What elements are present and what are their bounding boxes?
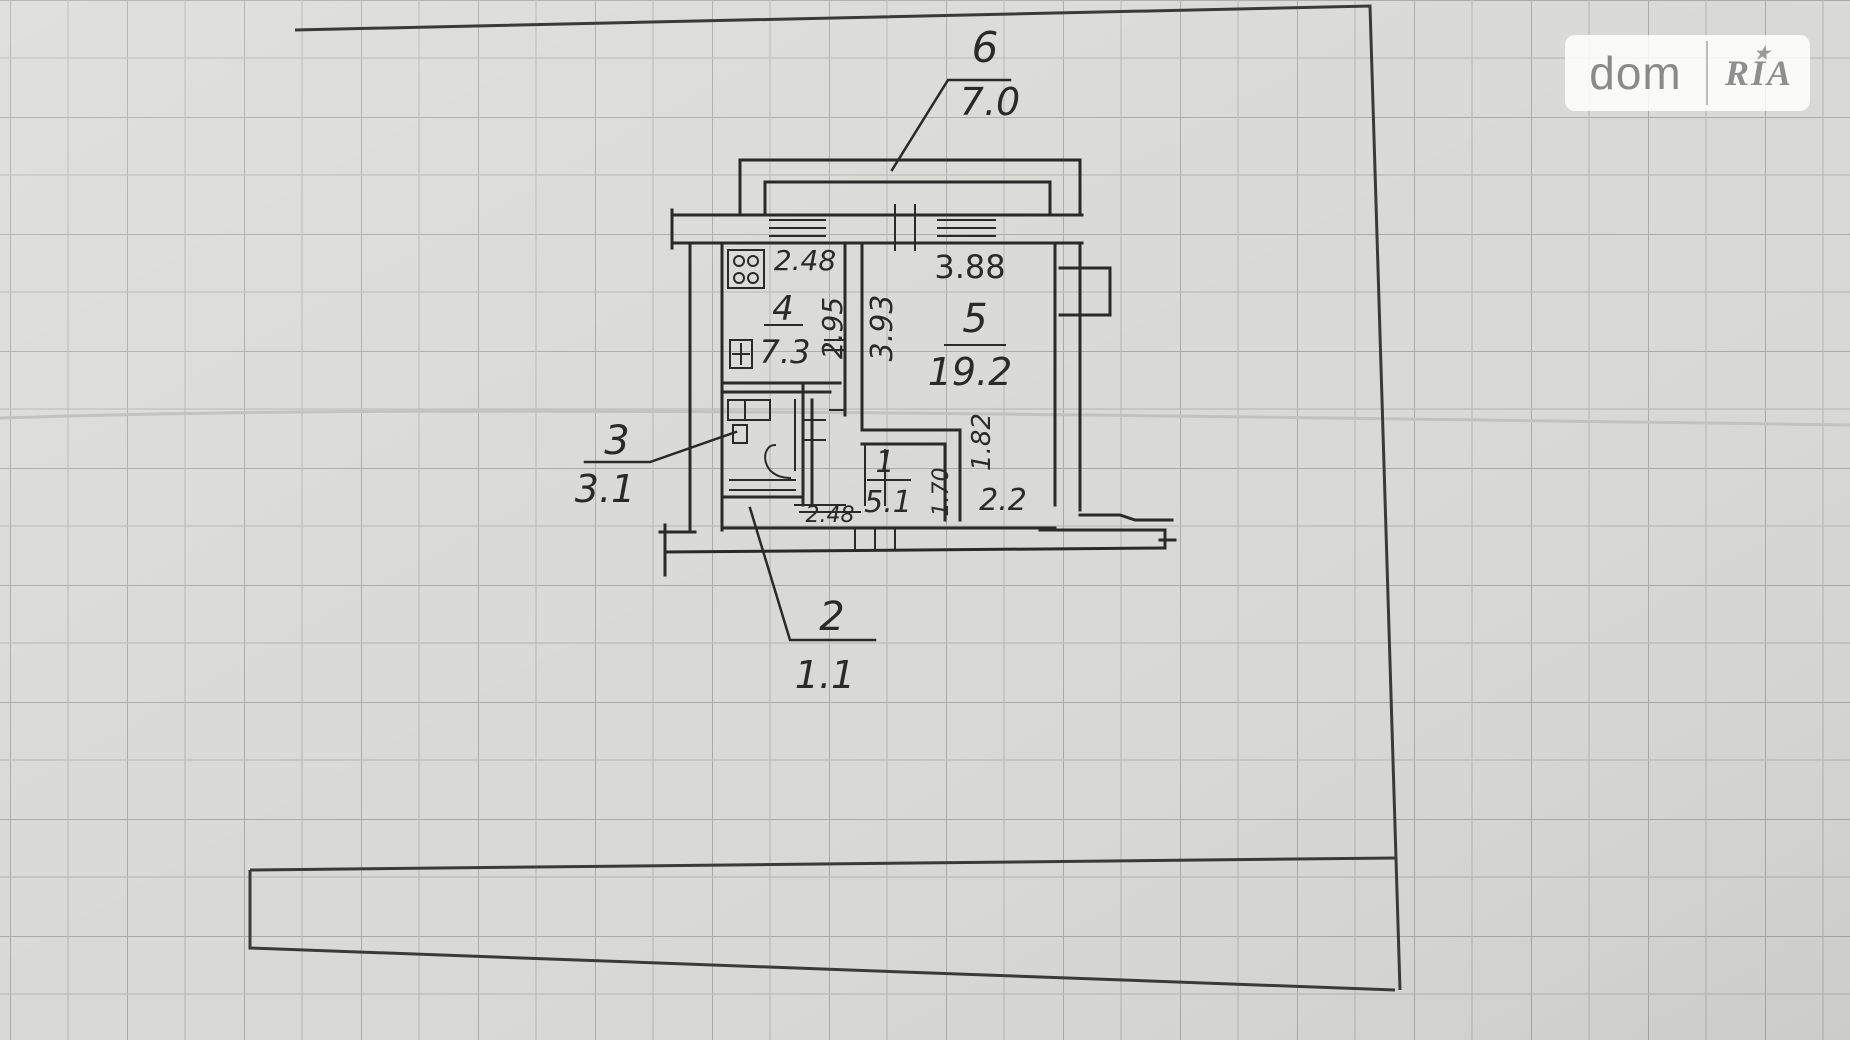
leader-room-3 xyxy=(583,430,738,464)
sink-icon xyxy=(729,339,753,369)
watermark-divider xyxy=(1706,41,1708,105)
room-6-number: 6 xyxy=(972,23,999,72)
paper-fold xyxy=(0,409,1850,427)
dimension-2-2: 2.2 xyxy=(979,483,1027,518)
door-marks xyxy=(794,339,886,513)
watermark-ria-text-container: ★ RIA xyxy=(1708,35,1810,111)
window-left xyxy=(769,219,826,237)
leader-room-6 xyxy=(890,78,1012,172)
dimension-2-95: 2.95 xyxy=(816,297,849,359)
exterior-wall-bottom xyxy=(658,523,1177,577)
dimension-3-93: 3.93 xyxy=(865,295,900,362)
dimension-1-82: 1.82 xyxy=(967,413,997,471)
stove-icon xyxy=(727,249,765,289)
balcony-outline xyxy=(738,158,1082,217)
room-4-area: 7.3 xyxy=(760,333,811,371)
room-4-number: 4 xyxy=(772,289,794,329)
room-1-number: 1 xyxy=(875,445,894,480)
bathtub-icon xyxy=(727,399,796,491)
room-3-number: 3 xyxy=(604,418,629,464)
window-right xyxy=(894,204,996,251)
dimension-1-70: 1.70 xyxy=(929,468,954,517)
room-5-area: 19.2 xyxy=(928,350,1013,394)
interior-walls xyxy=(723,241,962,522)
room-1-area: 5.1 xyxy=(864,485,912,520)
room-6-area: 7.0 xyxy=(960,80,1020,124)
sheet-frame xyxy=(248,4,1402,992)
apartment-plan xyxy=(583,78,1177,642)
leader-room-2 xyxy=(748,506,877,642)
star-icon: ★ xyxy=(1754,43,1773,63)
watermark-dom-text: dom xyxy=(1589,47,1682,99)
room-2-area: 1.1 xyxy=(795,653,855,697)
domria-watermark: dom ★ RIA xyxy=(1565,35,1810,111)
dimension-2-48-top: 2.48 xyxy=(774,244,836,277)
room-3-area: 3.1 xyxy=(575,467,635,511)
dimension-2-48-bottom: 2.48 xyxy=(806,503,855,528)
room-2-number: 2 xyxy=(819,594,844,640)
watermark-ria-text: RIA xyxy=(1724,53,1794,93)
dimension-3-88: 3.88 xyxy=(934,248,1005,286)
exterior-wall-left xyxy=(688,241,724,532)
exterior-wall-right xyxy=(1053,241,1082,512)
room-5-number: 5 xyxy=(962,296,987,342)
exterior-wall-top xyxy=(670,208,1084,250)
